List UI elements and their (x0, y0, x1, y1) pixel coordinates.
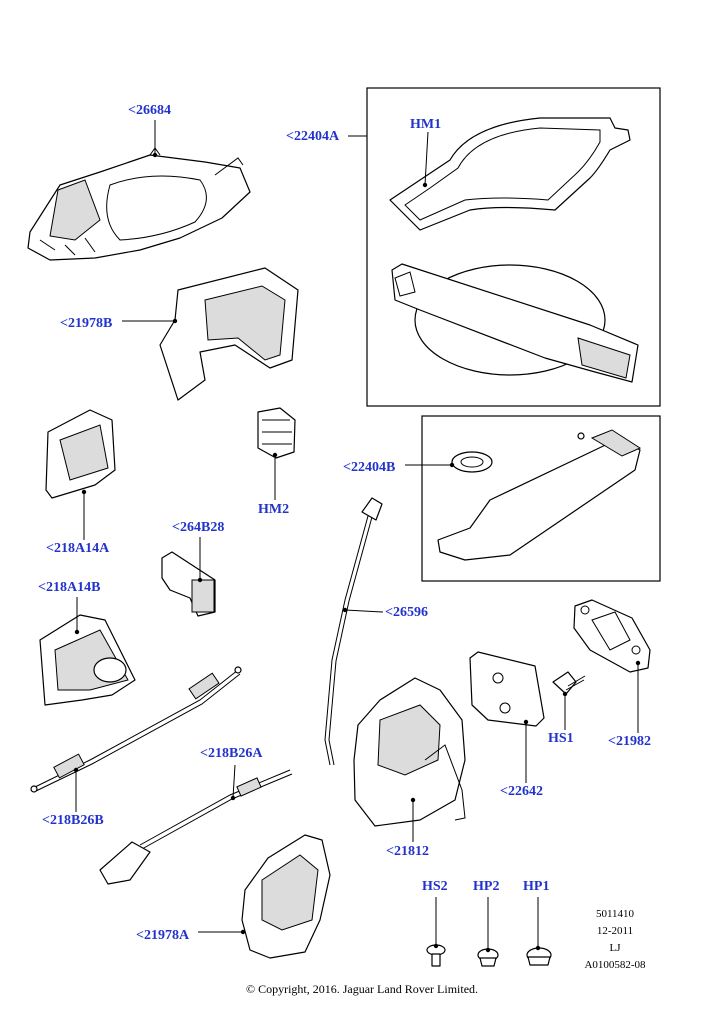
label-218A14B[interactable]: <218A14B (38, 580, 101, 595)
part-HS1-screw (552, 671, 586, 695)
label-22404B[interactable]: <22404B (343, 460, 396, 475)
part-21982-striker (573, 599, 651, 673)
box-22404A (366, 87, 661, 407)
stamp-reference: A0100582-08 (584, 959, 646, 971)
label-HS1[interactable]: HS1 (548, 731, 574, 746)
part-264B28-bracket (161, 551, 216, 617)
part-HP2-plug (477, 948, 499, 967)
copyright-notice: © Copyright, 2016. Jaguar Land Rover Lim… (245, 982, 479, 996)
drawing-stamp: 5011410 12-2011 LJ A0100582-08 (575, 906, 655, 974)
part-26684-handle-frame (27, 147, 251, 261)
part-22404B-handle (437, 429, 642, 561)
label-21978B[interactable]: <21978B (60, 316, 113, 331)
label-21978A[interactable]: <21978A (136, 928, 190, 943)
label-HM1[interactable]: HM1 (410, 117, 442, 132)
label-22642[interactable]: <22642 (500, 784, 543, 799)
label-HS2[interactable]: HS2 (422, 879, 448, 894)
label-218B26A[interactable]: <218B26A (200, 746, 263, 761)
part-HM1-gasket (389, 117, 631, 231)
part-21978B-cover (159, 267, 299, 401)
part-22404A-handle (391, 263, 639, 383)
label-HP2[interactable]: HP2 (473, 879, 500, 894)
leader-lines (73, 120, 641, 953)
part-26596-rod (324, 497, 383, 766)
label-26684[interactable]: <26684 (128, 103, 171, 118)
part-21812-latch (353, 677, 466, 827)
part-218B26A-cable (99, 769, 293, 885)
part-HS2-screw (426, 944, 446, 967)
part-HP1-plug (526, 947, 552, 966)
label-218A14A[interactable]: <218A14A (46, 541, 110, 556)
label-HP1[interactable]: HP1 (523, 879, 550, 894)
stamp-code: LJ (609, 942, 621, 954)
part-21978A-cover (241, 834, 331, 959)
label-21812[interactable]: <21812 (386, 844, 429, 859)
part-218A14A-cap (45, 409, 116, 499)
label-HM2[interactable]: HM2 (258, 502, 290, 517)
stamp-date: 12-2011 (596, 925, 634, 937)
label-21982[interactable]: <21982 (608, 734, 651, 749)
label-26596[interactable]: <26596 (385, 605, 428, 620)
stamp-number: 5011410 (595, 908, 635, 920)
label-218B26B[interactable]: <218B26B (42, 813, 104, 828)
part-22642-plate (469, 651, 545, 727)
box-22404B (421, 415, 661, 582)
label-22404A[interactable]: <22404A (286, 129, 340, 144)
part-218A14B-housing (39, 614, 136, 706)
part-HM2-clip (257, 407, 296, 459)
part-218B26B-cable (30, 666, 242, 793)
label-264B28[interactable]: <264B28 (172, 520, 225, 535)
